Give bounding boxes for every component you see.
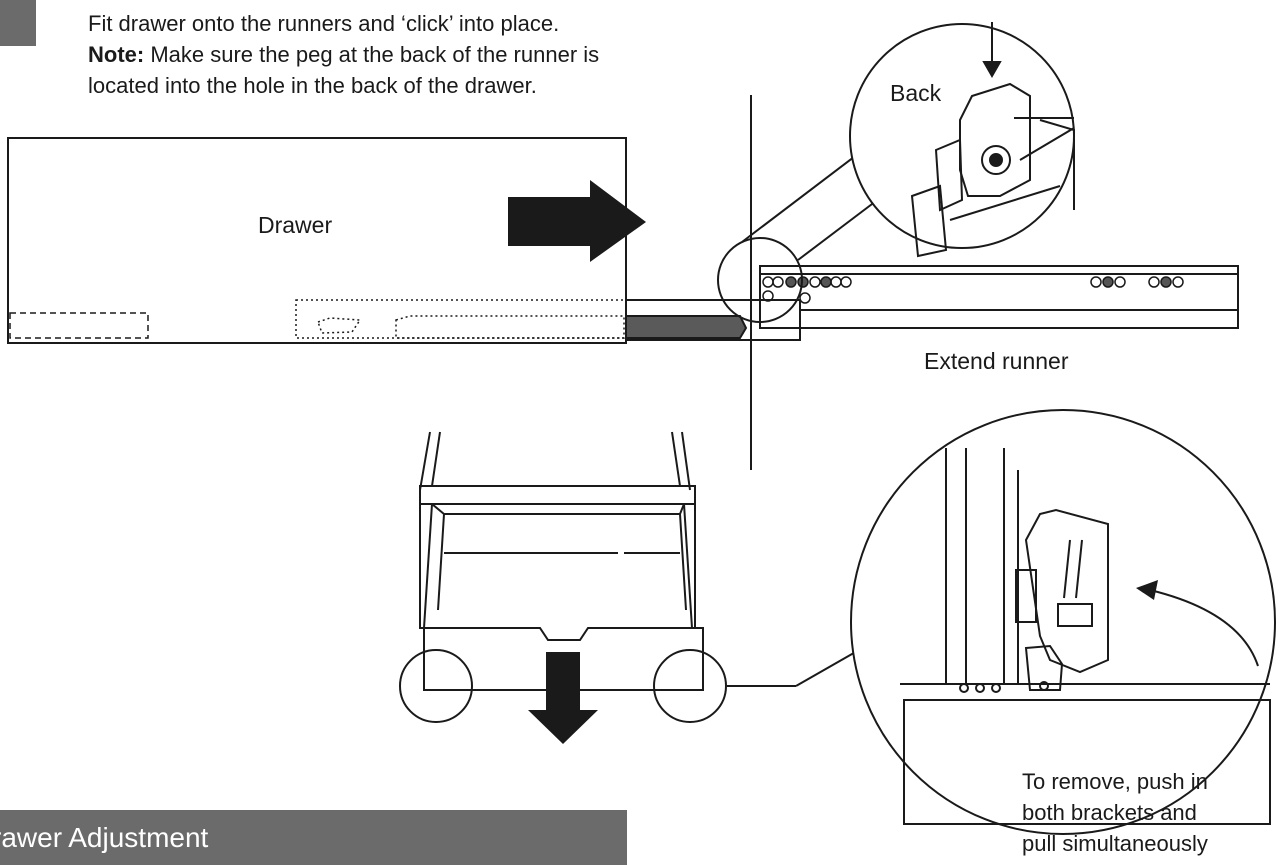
back-label: Back	[890, 80, 942, 106]
callout-link-line	[797, 197, 881, 261]
push-arrow	[508, 180, 646, 262]
note-text: Make sure the peg at the back of the run…	[144, 42, 600, 67]
back-detail-mechanism	[910, 22, 1075, 258]
detail-callout-small	[717, 237, 803, 323]
remove-line-2: both brackets and	[1022, 800, 1197, 825]
dotted-slot	[317, 317, 362, 334]
drawer-runner-dark	[625, 315, 748, 339]
note-label: Note:	[88, 42, 145, 67]
bracket-callout-right	[653, 649, 727, 723]
section-title: rawer Adjustment	[0, 822, 209, 853]
bracket-detail-mechanism	[900, 448, 1271, 825]
remove-instructions: To remove, push in both brackets and pul…	[1022, 766, 1208, 859]
instruction-note: Note: Make sure the peg at the back of t…	[88, 39, 768, 70]
bracket-detail-circle	[850, 409, 1276, 835]
dashed-guide-left	[9, 312, 149, 339]
section-heading-bar: rawer Adjustment	[0, 810, 627, 865]
cabinet-runner-rail	[759, 265, 1239, 329]
instruction-line-3: located into the hole in the back of the…	[88, 73, 537, 98]
drawer-side-panel	[7, 137, 627, 344]
pull-down-arrow	[528, 652, 598, 744]
dotted-runner-slot	[395, 315, 625, 339]
bracket-callout-left	[399, 649, 473, 723]
extend-runner-label: Extend runner	[924, 348, 1069, 374]
drawer-label: Drawer	[258, 212, 333, 238]
runner-holes	[762, 276, 1184, 304]
fitting-instructions: Fit drawer onto the runners and ‘click’ …	[88, 8, 768, 101]
push-in-curved-arrow	[1149, 589, 1259, 667]
remove-line-1: To remove, push in	[1022, 769, 1208, 794]
step-marker	[0, 0, 36, 46]
drawer-front-illustration	[419, 431, 704, 691]
push-in-arrowhead	[1136, 580, 1158, 600]
instruction-line-1: Fit drawer onto the runners and ‘click’ …	[88, 11, 560, 36]
back-detail-circle	[849, 23, 1075, 249]
dotted-guide-right	[295, 299, 627, 339]
remove-line-3: pull simultaneously	[1022, 831, 1208, 856]
